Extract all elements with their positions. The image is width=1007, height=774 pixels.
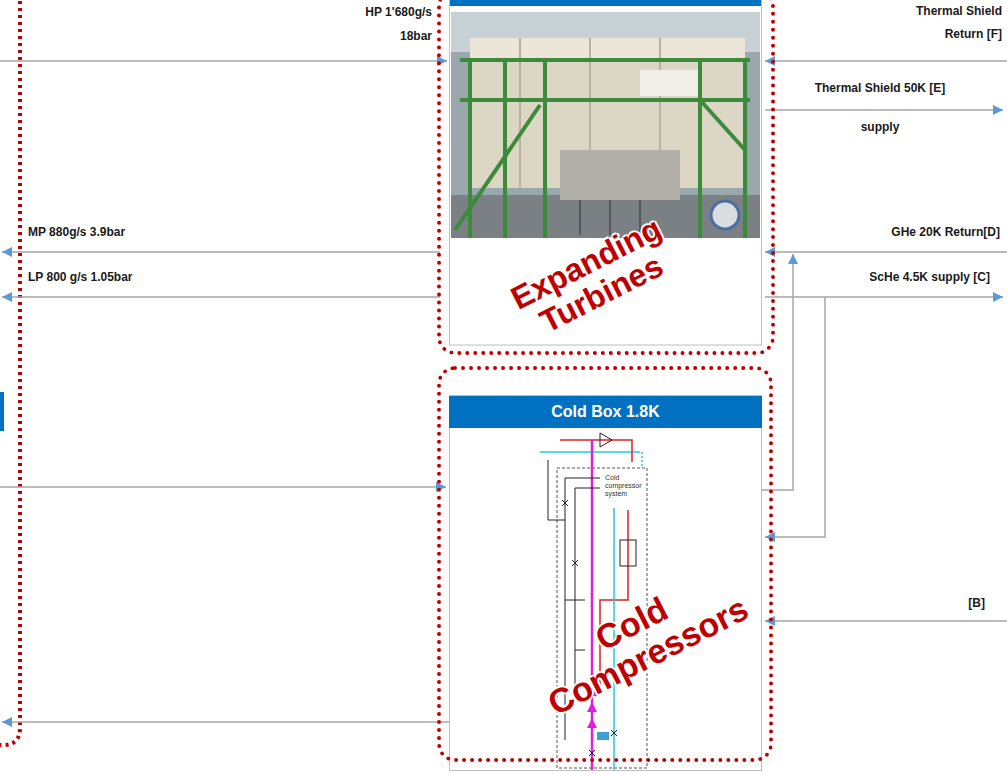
flow-label: [B]: [925, 595, 985, 611]
flow-label: ScHe 4.5K supply [C]: [790, 269, 990, 285]
header-bar: [0, 392, 4, 431]
flow-label: Thermal Shield 50K [E] supply: [795, 69, 965, 147]
flow-lines: [0, 61, 1007, 722]
text-holder: Cold Compressors: [517, 554, 763, 727]
header-bar: [450, 0, 761, 6]
text-holder: Expanding Turbines: [490, 204, 699, 355]
flow-label: GHe 20K Return[D]: [800, 224, 1000, 240]
region-outline: [0, 0, 20, 745]
flow-label: LP 800 g/s 1.05bar: [28, 269, 228, 285]
flow-label: Thermal Shield Return [F]: [902, 0, 1002, 46]
flow-label: MP 880g/s 3.9bar: [28, 224, 228, 240]
box-heading: Cold Box 1.8K: [449, 396, 762, 428]
schematic-note: Cold compressor system: [605, 474, 645, 498]
region-title: Cold Compressors: [517, 554, 763, 727]
panel: [450, 396, 762, 771]
region-title: Expanding Turbines: [490, 204, 699, 355]
cold-box-region: Cold Box 1.8K Cold Compressors: [437, 366, 773, 762]
turbine-region: Expanding Turbines: [437, 0, 775, 355]
flow-label: HP 1'680g/s 18bar: [352, 0, 432, 48]
text-holder: Cold Box 1.8K: [449, 396, 762, 428]
turbine-photo: [451, 12, 760, 238]
